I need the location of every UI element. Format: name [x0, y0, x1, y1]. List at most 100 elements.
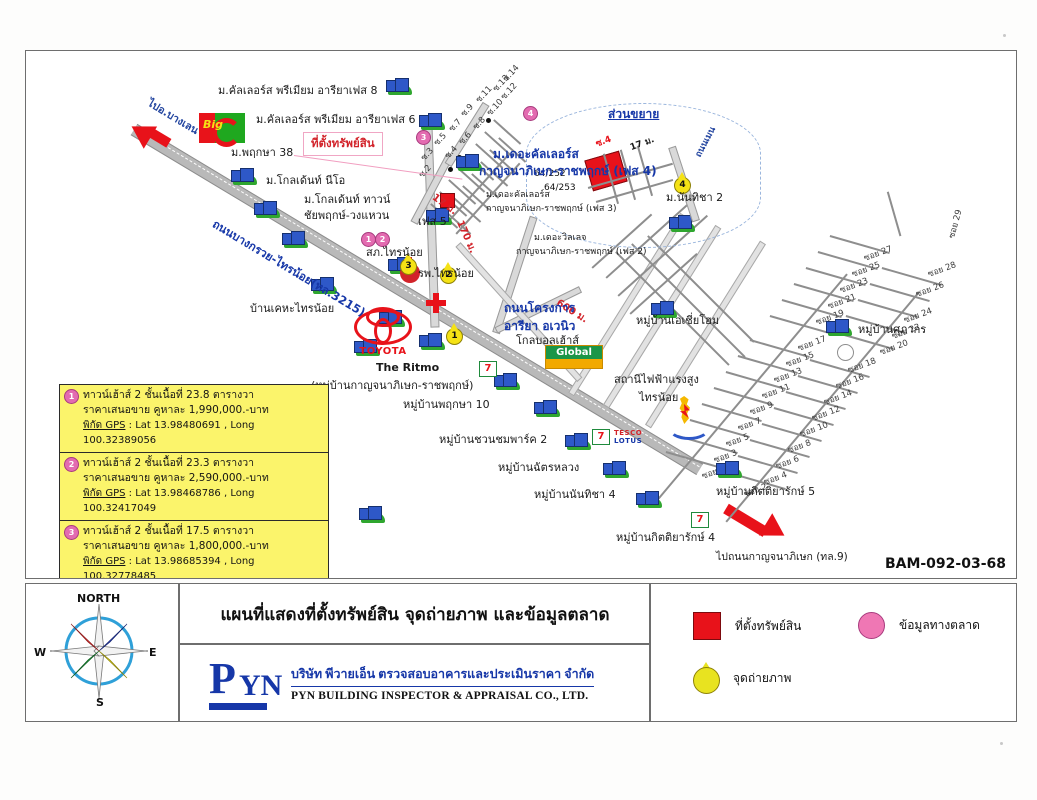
- village-label: The Ritmo: [376, 361, 440, 374]
- document-code: BAM-092-03-68: [884, 556, 1006, 572]
- village-house-icon: [534, 400, 560, 417]
- label-to-kanchanaphisek: ไปถนนกาญจนาภิเษก (ทล.9): [716, 551, 848, 563]
- village-label: ม.คัลเลอร์ส พรีเมียม อารียาเฟส 6: [256, 113, 416, 126]
- row-line-1: 3 ทาวน์เฮ้าส์ 2 ชั้นเนื้อที่ 17.5 ตารางว…: [64, 524, 323, 540]
- row-gps: พิกัด GPS : Lat 13.98685394 , Long 100.3…: [65, 554, 323, 578]
- village-label: ม.เดอะคัลเลอร์ส: [493, 147, 579, 161]
- inset-parcel-2: 64/253: [544, 183, 576, 193]
- legend-title-divider: [178, 643, 651, 645]
- village-house-icon: [419, 113, 445, 130]
- soi-label: ซอย 7: [736, 416, 763, 434]
- village-house-icon: [603, 461, 629, 478]
- row-gps: พิกัด GPS : Lat 13.98468786 , Long 100.3…: [65, 486, 323, 516]
- village-label: ม.โกลเด้นท์ นีโอ: [266, 174, 346, 187]
- legend-bar: NORTH S E W แผนที่แสดงที่ตั้งทรัพย์สิน: [25, 583, 1017, 722]
- soi-label: ซอย 28: [926, 260, 958, 280]
- toyota-dealer-logo: TOYOTA: [354, 307, 412, 357]
- legend-key-cell: ที่ตั้งทรัพย์สิน ข้อมูลทางตลาด จุดถ่ายภา…: [653, 584, 1016, 721]
- compass-south-label: S: [96, 696, 104, 709]
- inset-title: ส่วนขยาย: [608, 107, 660, 121]
- market-marker-1[interactable]: 1: [361, 232, 376, 247]
- village-label: หมู่บ้านชวนชมพาร์ค 2: [439, 433, 548, 446]
- village-label: กาญจนาภิเษก-ราชพฤกษ์ (เฟส 2): [516, 247, 647, 257]
- market-marker-3[interactable]: 3: [416, 130, 431, 145]
- photo-marker-2[interactable]: 2: [440, 262, 457, 284]
- village-house-icon: [386, 78, 412, 95]
- market-marker-2[interactable]: 2: [375, 232, 390, 247]
- soi-label: ซอย 5: [724, 432, 751, 450]
- tesco-lotus-logo: TESCO LOTUS: [614, 429, 654, 447]
- row-line-1: 1 ทาวน์เฮ้าส์ 2 ชั้นเนื้อที่ 23.8 ตารางว…: [64, 388, 323, 404]
- label-power-station-2: ไทรน้อย: [639, 391, 679, 404]
- inset-photo-marker-4[interactable]: 4: [674, 172, 691, 194]
- legend-title-cell: แผนที่แสดงที่ตั้งทรัพย์สิน จุดถ่ายภาพ แล…: [179, 584, 651, 644]
- property-location-marker: [440, 193, 455, 208]
- village-house-icon: [651, 301, 677, 318]
- row-gps: พิกัด GPS : Lat 13.98480691 , Long 100.3…: [65, 418, 323, 448]
- village-label: บ้านเคหะไทรน้อย: [250, 302, 335, 315]
- key-property-label: ที่ตั้งทรัพย์สิน: [735, 618, 802, 633]
- row-desc: ทาวน์เฮ้าส์ 2 ชั้นเนื้อที่ 23.8 ตารางวา: [83, 389, 255, 401]
- gps-label: พิกัด GPS: [83, 488, 126, 499]
- intersection-dot: [486, 118, 491, 123]
- global-house-logo: Global: [545, 345, 603, 369]
- pyn-logo-bar: [209, 703, 267, 710]
- toyota-text: TOYOTA: [359, 346, 407, 357]
- photo-marker-3[interactable]: 3: [400, 253, 417, 275]
- compass-north-label: NORTH: [77, 592, 121, 605]
- gps-label: พิกัด GPS: [83, 556, 126, 567]
- village-label: หมู่บ้านพฤกษา 10: [403, 398, 490, 411]
- compass-rose-svg: [50, 603, 148, 699]
- big-c-text: Big: [203, 118, 224, 131]
- village-house-icon: [231, 168, 257, 185]
- label-power-station-1: สถานีไฟฟ้าแรงสูง: [614, 373, 699, 386]
- row-price: ราคาเสนอขาย คูหาละ 1,800,000.-บาท: [83, 540, 269, 552]
- row-price: ราคาเสนอขาย คูหาละ 1,990,000.-บาท: [83, 404, 269, 416]
- row-desc: ทาวน์เฮ้าส์ 2 ชั้นเนื้อที่ 17.5 ตารางวา: [83, 525, 255, 537]
- village-house-icon: [254, 201, 280, 218]
- village-house-icon: [282, 231, 308, 248]
- compass-rose: NORTH S E W: [26, 584, 178, 718]
- row-price: ราคาเสนอขาย คูหาละ 2,590,000.-บาท: [83, 472, 269, 484]
- village-house-icon: [354, 339, 380, 356]
- scan-artifact-dot: [1003, 34, 1006, 37]
- soi-label-29: ซอย 29: [947, 208, 965, 240]
- village-house-icon: [565, 433, 591, 450]
- key-market: ข้อมูลทางตลาด: [858, 612, 980, 639]
- pyn-logo-p: P: [209, 654, 236, 703]
- market-data-table: 1 ทาวน์เฮ้าส์ 2 ชั้นเนื้อที่ 23.8 ตารางว…: [59, 384, 329, 578]
- intersection-dot: [448, 167, 453, 172]
- gps-label: พิกัด GPS: [83, 420, 126, 431]
- village-label: หมู่บ้านนันทิชา 4: [534, 488, 616, 501]
- key-market-label: ข้อมูลทางตลาด: [899, 618, 980, 632]
- market-data-row: 1 ทาวน์เฮ้าส์ 2 ชั้นเนื้อที่ 23.8 ตารางว…: [60, 385, 328, 453]
- village-label: หมู่บ้านกิตติยารักษ์ 4: [616, 531, 716, 544]
- village-label: ม.นันทิชา 2: [666, 191, 724, 204]
- company-name-english: PYN BUILDING INSPECTOR & APPRAISAL CO., …: [291, 690, 589, 702]
- row-line-1: 2 ทาวน์เฮ้าส์ 2 ชั้นเนื้อที่ 23.3 ตารางว…: [64, 456, 323, 472]
- photo-marker-1[interactable]: 1: [446, 323, 463, 345]
- market-marker-4[interactable]: 4: [523, 106, 538, 121]
- gps-value: : Lat 13.98468786 , Long 100.32417049: [83, 488, 255, 514]
- compass-east-label: E: [149, 646, 157, 659]
- seven-eleven-icon: 7: [479, 361, 497, 377]
- photo-pin-icon: [693, 662, 720, 694]
- inset-parcel-1: 64/252: [534, 169, 566, 179]
- legend-divider: [649, 584, 651, 721]
- label-global-house: โกลบอลเฮ้าส์: [516, 334, 580, 347]
- compass-west-label: W: [34, 646, 47, 659]
- village-label: ชัยพฤกษ์-วงแหวน: [304, 209, 390, 222]
- measure-170m: 170 ม.: [453, 218, 479, 256]
- seven-eleven-icon: 7: [592, 429, 610, 445]
- power-station-icon: [666, 396, 710, 440]
- company-name-block: บริษัท พีวายเอ็น ตรวจสอบอาคารและประเมินร…: [291, 664, 595, 702]
- row-badge: 1: [64, 389, 79, 404]
- soi-label: ซอย 9: [748, 400, 775, 418]
- market-data-row: 3 ทาวน์เฮ้าส์ 2 ชั้นเนื้อที่ 17.5 ตารางว…: [60, 521, 328, 578]
- village-house-icon: [359, 506, 385, 523]
- village-house-icon: [716, 461, 742, 478]
- gps-value: : Lat 13.98480691 , Long 100.32389056: [83, 420, 255, 446]
- village-house-icon: [426, 208, 452, 225]
- village-label: ม.เดอะคัลเลอร์ส: [486, 190, 550, 200]
